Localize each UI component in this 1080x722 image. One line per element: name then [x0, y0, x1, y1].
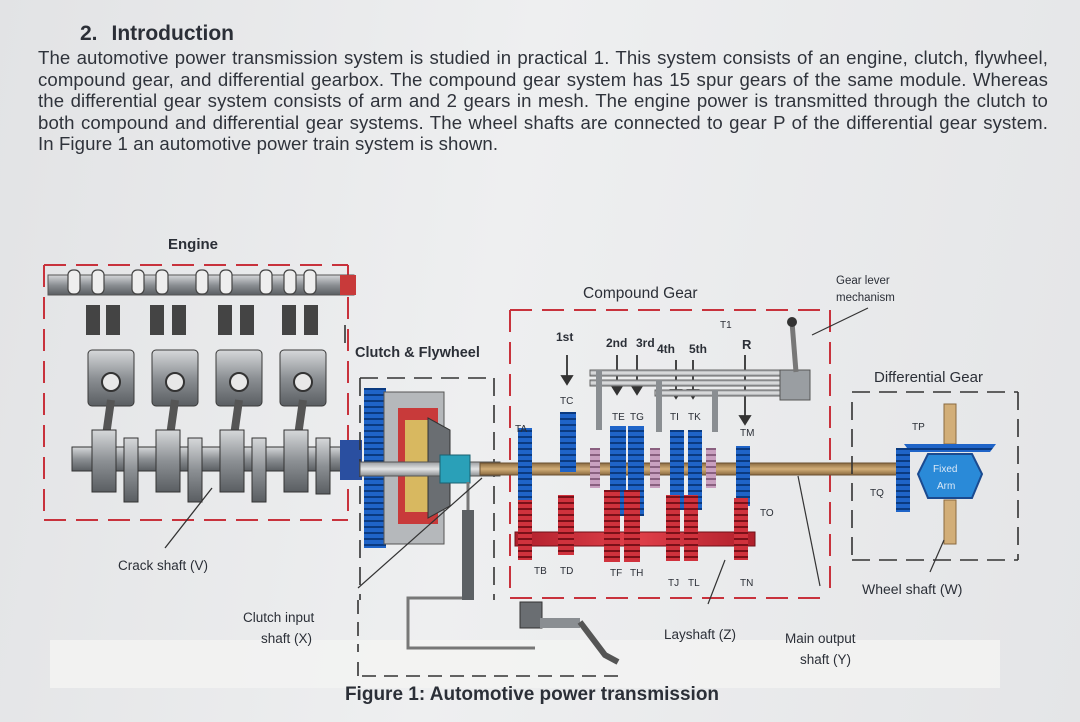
wheel-shaft-top: [944, 404, 956, 444]
crank-flange: [340, 440, 362, 480]
figure-caption: Figure 1: Automotive power transmission: [0, 684, 1080, 706]
gear-lever-label-2: mechanism: [836, 292, 895, 304]
clutch-rod: [540, 618, 580, 628]
tag-tk: TK: [688, 412, 701, 423]
tag-ti: TI: [670, 412, 679, 423]
wheel-shaft-label: Wheel shaft (W): [862, 581, 962, 597]
clutch-cylinder: [520, 602, 542, 628]
wheel-shaft-leader: [930, 540, 944, 572]
selector-fork-3: [712, 390, 718, 432]
engine-group: Engine: [44, 236, 362, 573]
tag-th: TH: [630, 568, 643, 579]
tag-tl: TL: [688, 578, 700, 589]
gear-5th-label: 5th: [689, 342, 707, 356]
gear-r-label: R: [742, 337, 752, 352]
fixed-arm-label-2: Arm: [937, 481, 955, 492]
tag-te: TE: [612, 412, 625, 423]
compound-gear-label: Compound Gear: [583, 285, 698, 302]
valve-springs: [86, 305, 318, 335]
tag-t1: T1: [720, 320, 732, 331]
clutch-input-label-1: Clutch input: [243, 610, 315, 625]
clutch-fork: [462, 510, 474, 600]
gear-2nd-label: 2nd: [606, 336, 627, 350]
tag-tj: TJ: [668, 578, 679, 589]
gear-4th-label: 4th: [657, 342, 675, 356]
fixed-arm-label-1: Fixed: [933, 464, 957, 475]
gear-1st-label: 1st: [556, 330, 573, 344]
shift-block: [780, 370, 810, 400]
clutch-input-label-2: shaft (X): [261, 631, 312, 646]
layshaft-gears: [518, 490, 748, 562]
tag-tf: TF: [610, 568, 622, 579]
selector-fork-2: [656, 380, 662, 432]
main-output-label-2: shaft (Y): [800, 652, 851, 667]
gear-lever-group: Gear lever mechanism: [787, 275, 895, 372]
tag-tc: TC: [560, 396, 573, 407]
gear-lever-leader: [812, 308, 868, 335]
wheel-shaft-bottom: [944, 500, 956, 544]
main-output-label-1: Main output: [785, 631, 856, 646]
tag-td: TD: [560, 566, 573, 577]
tag-tq: TQ: [870, 488, 884, 499]
tag-tm: TM: [740, 428, 754, 439]
tag-tn: TN: [740, 578, 753, 589]
tag-to: TO: [760, 508, 774, 519]
tag-tb: TB: [534, 566, 547, 577]
tag-ta: TA: [515, 424, 527, 435]
differential-label: Differential Gear: [874, 369, 983, 386]
gear-3rd-label: 3rd: [636, 336, 655, 350]
camshaft-end: [340, 275, 356, 295]
differential-group: Differential Gear Fixed Arm TP TQ Wheel …: [852, 369, 1018, 597]
tag-tp: TP: [912, 422, 925, 433]
selector-fork-1: [596, 370, 602, 430]
gear-lever-knob: [787, 317, 797, 327]
clutch-flywheel-label: Clutch & Flywheel: [355, 345, 480, 361]
clutch-input-shaft: [360, 462, 500, 476]
differential-gear-p: [904, 444, 996, 452]
gear-lever-stick: [792, 322, 796, 372]
engine-label: Engine: [168, 236, 218, 253]
release-bearing: [440, 455, 470, 483]
compound-gear-group: Compound Gear 1st 2nd 3rd 4th 5th R: [480, 285, 900, 667]
differential-gear-q: [896, 448, 910, 512]
gear-lever-label-1: Gear lever: [836, 275, 890, 287]
pistons: [88, 350, 326, 406]
main-output-leader: [798, 476, 820, 586]
crank-shaft-label: Crack shaft (V): [118, 558, 208, 573]
tag-tg: TG: [630, 412, 644, 423]
layshaft-label: Layshaft (Z): [664, 627, 736, 642]
